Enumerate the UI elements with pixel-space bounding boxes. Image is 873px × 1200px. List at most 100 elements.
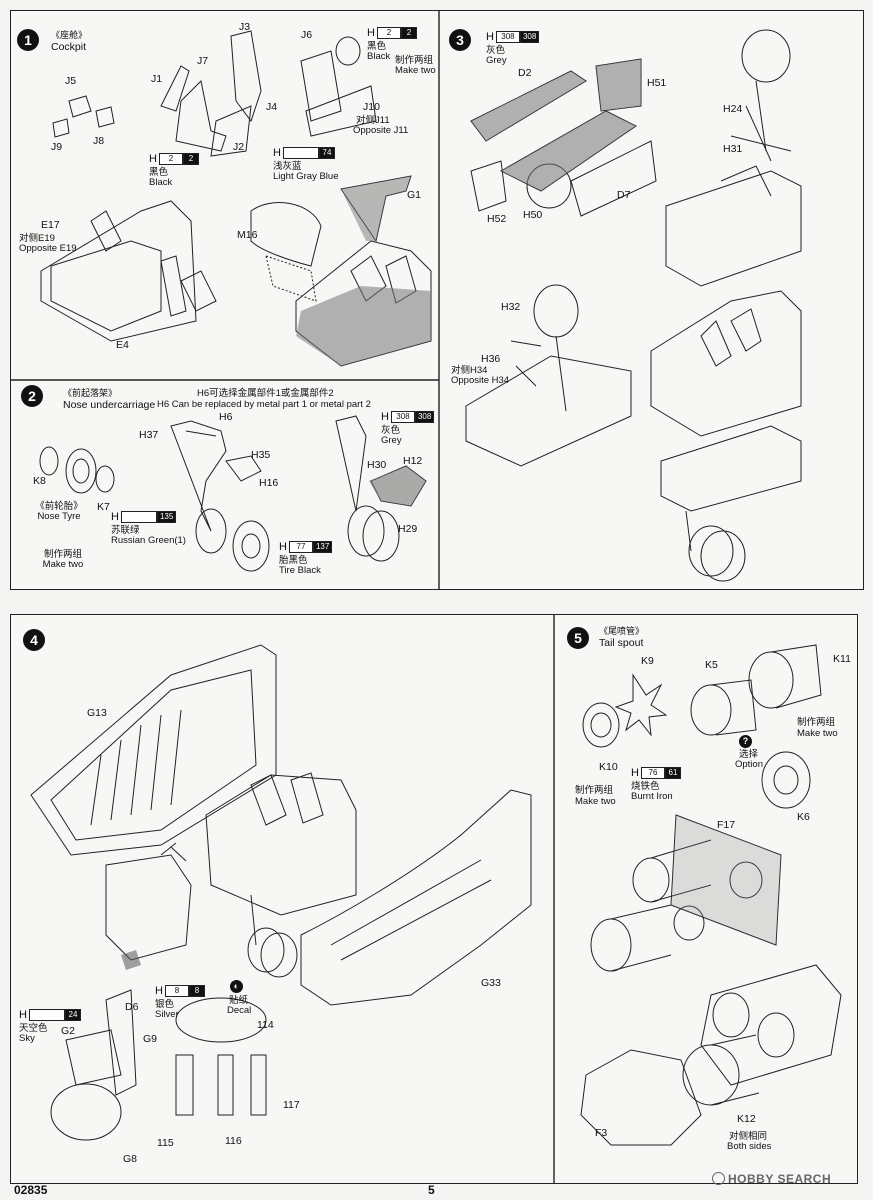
part-label: J5 bbox=[65, 75, 77, 87]
part-label: J1 bbox=[151, 73, 163, 85]
note-zh: 黑色 bbox=[367, 41, 387, 52]
note-zh: 制作两组 bbox=[575, 785, 614, 796]
step-4-number: 4 bbox=[23, 629, 45, 651]
part-label: F3 bbox=[595, 1127, 608, 1139]
part-label: D6 bbox=[125, 1001, 139, 1013]
part-label: H12 bbox=[403, 455, 423, 467]
nose-undercarriage-drawing bbox=[39, 415, 427, 572]
part-label: G13 bbox=[87, 707, 107, 719]
paint-code: 77 bbox=[288, 541, 313, 553]
watermark-text: HOBBY SEARCH bbox=[728, 1172, 832, 1186]
part-label: K6 bbox=[797, 811, 810, 823]
cockpit-seat-drawing bbox=[40, 30, 432, 367]
note-zh: 灰色 bbox=[486, 45, 506, 56]
step-1-title-zh: 《座舱》 bbox=[51, 30, 88, 40]
note-en: Russian Green(1) bbox=[111, 535, 186, 546]
part-label: H16 bbox=[259, 477, 279, 489]
paint-code: 137 bbox=[312, 541, 333, 553]
note-en: Opposite H34 bbox=[451, 375, 510, 386]
note-en: Make two bbox=[395, 65, 436, 76]
step-5-number: 5 bbox=[567, 627, 589, 649]
note-zh: 浅灰蓝 bbox=[273, 161, 302, 172]
part-label: F17 bbox=[717, 819, 736, 831]
note-zh: 天空色 bbox=[19, 1023, 48, 1034]
paint-code: 2 bbox=[182, 153, 199, 165]
step-3-number: 3 bbox=[449, 29, 471, 51]
part-label: 114 bbox=[257, 1019, 274, 1031]
note-en: Opposite J11 bbox=[353, 125, 409, 136]
part-label: J9 bbox=[51, 141, 63, 153]
paint-code: 2 bbox=[400, 27, 417, 39]
note-en: Nose Tyre bbox=[37, 511, 81, 522]
part-label: 115 bbox=[157, 1137, 174, 1149]
tail-spout-drawing bbox=[580, 644, 842, 1146]
watermark: HOBBY SEARCH bbox=[712, 1172, 831, 1186]
note-zh: 制作两组 bbox=[797, 717, 836, 728]
note-en: Make two bbox=[575, 796, 616, 807]
note-zh: 烧铁色 bbox=[631, 781, 660, 792]
part-label: J10 bbox=[363, 101, 380, 113]
note-zh: 对侧E19 bbox=[19, 233, 55, 244]
part-label: H37 bbox=[139, 429, 159, 441]
part-label: H36 bbox=[481, 353, 501, 365]
step-2-title-zh: 《前起落架》 bbox=[63, 388, 118, 398]
note-en: Grey bbox=[381, 435, 402, 446]
part-label: J6 bbox=[301, 29, 313, 41]
step-1-number: 1 bbox=[17, 29, 39, 51]
part-label: H30 bbox=[367, 459, 387, 471]
step-5-title-zh: 《尾喷管》 bbox=[599, 626, 645, 636]
note-en: Both sides bbox=[727, 1141, 772, 1152]
note-zh: 灰色 bbox=[381, 425, 401, 436]
top-instructions-block: 1 《座舱》 Cockpit J3 J7 J6 J1 J5 J8 J9 J2 J… bbox=[10, 10, 864, 590]
note-en: Black bbox=[367, 51, 391, 62]
h6-note-zh: H6可选择金属部件1或金属部件2 bbox=[197, 388, 334, 399]
note-en: Opposite E19 bbox=[19, 243, 77, 254]
part-label: E4 bbox=[116, 339, 129, 351]
bottom-block-divider bbox=[553, 615, 555, 1183]
product-code: 02835 bbox=[14, 1183, 48, 1197]
part-label: J3 bbox=[239, 21, 251, 33]
h6-note-en: H6 Can be replaced by metal part 1 or me… bbox=[157, 399, 371, 410]
note-en: Black bbox=[149, 177, 173, 188]
note-en: Decal bbox=[227, 1005, 252, 1016]
part-label: J4 bbox=[266, 101, 278, 113]
note-en: Sky bbox=[19, 1033, 35, 1044]
step-5-title-en: Tail spout bbox=[599, 637, 644, 649]
note-en: Light Gray Blue bbox=[273, 171, 339, 182]
part-label: H35 bbox=[251, 449, 271, 461]
part-label: E17 bbox=[41, 219, 60, 231]
part-label: G8 bbox=[123, 1153, 138, 1165]
note-zh: 制作两组 bbox=[395, 55, 434, 66]
note-en: Grey bbox=[486, 55, 507, 66]
page-number: 5 bbox=[428, 1183, 435, 1197]
note-en: Burnt Iron bbox=[631, 791, 673, 802]
step-1-title: 《座舱》 Cockpit bbox=[51, 29, 87, 53]
paint-code: 308 bbox=[414, 411, 435, 423]
part-label: G1 bbox=[407, 189, 422, 201]
step-5-title: 《尾喷管》 Tail spout bbox=[599, 625, 644, 649]
paint-code: 74 bbox=[318, 147, 335, 159]
note-zh: 黑色 bbox=[149, 167, 169, 178]
part-label: 116 bbox=[225, 1135, 242, 1147]
step-2-number: 2 bbox=[21, 385, 43, 407]
top-block-dividers bbox=[11, 11, 440, 589]
part-label: K7 bbox=[97, 501, 110, 513]
note-zh: 胎黑色 bbox=[279, 555, 308, 566]
part-label: H29 bbox=[398, 523, 418, 535]
decal-icon: ◐ bbox=[230, 980, 243, 993]
part-label: D2 bbox=[518, 67, 532, 79]
step-2-title: 《前起落架》 Nose undercarriage bbox=[63, 387, 155, 411]
note-en: Make two bbox=[797, 728, 838, 739]
note-zh: 选择 bbox=[739, 749, 759, 760]
step-1-title-en: Cockpit bbox=[51, 41, 87, 53]
part-label: 117 bbox=[283, 1099, 300, 1111]
part-label: J2 bbox=[233, 141, 245, 153]
cockpit-floor-and-gear-drawing bbox=[465, 29, 802, 582]
option-icon: ? bbox=[739, 735, 752, 748]
paint-code: 308 bbox=[390, 411, 415, 423]
